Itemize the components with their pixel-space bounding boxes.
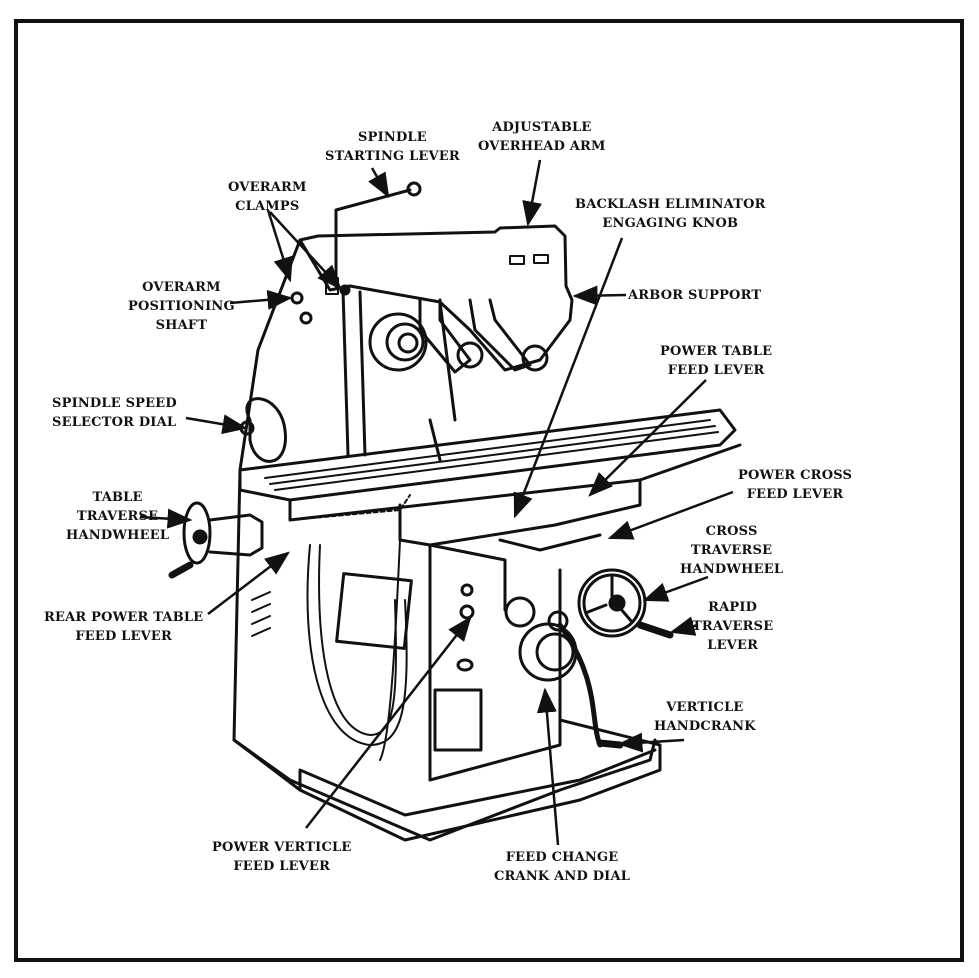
- table-traverse-handwheel: [182, 501, 212, 565]
- label-line: BACKLASH ELIMINATOR: [575, 197, 766, 212]
- label-line: RAPID: [708, 600, 758, 615]
- label-adjustable-overhead-arm: ADJUSTABLE OVERHEAD ARM: [478, 118, 606, 156]
- label-line: SPINDLE: [358, 130, 427, 145]
- speed-dial: [245, 397, 287, 463]
- label-rapid-traverse-lever: RAPID TRAVERSE LEVER: [692, 598, 773, 655]
- label-arbor-support: ARBOR SUPPORT: [628, 286, 761, 305]
- overarm-slot-1: [509, 255, 525, 265]
- label-line: SELECTOR DIAL: [52, 415, 177, 430]
- saddle: [398, 478, 642, 547]
- label-line: CROSS: [705, 524, 758, 539]
- label-line: FEED LEVER: [75, 629, 173, 644]
- label-overarm-clamps: OVERARM CLAMPS: [228, 178, 307, 216]
- label-line: POSITIONING: [128, 299, 235, 314]
- label-line: OVERARM: [228, 180, 307, 195]
- leader-verticle-handcrank: [617, 732, 685, 753]
- label-power-cross-feed-lever: POWER CROSS FEED LEVER: [738, 466, 852, 504]
- leader-power-verticle-feed-lever: [305, 616, 472, 829]
- spindle-outer: [368, 312, 428, 372]
- label-line: POWER TABLE: [660, 344, 773, 359]
- label-line: OVERARM: [142, 280, 221, 295]
- spindle-starting-lever: [334, 188, 412, 288]
- overarm: [316, 224, 574, 372]
- label-line: HANDWHEEL: [680, 562, 784, 577]
- label-cross-traverse-handwheel: CROSS TRAVERSE HANDWHEEL: [680, 522, 783, 579]
- label-line: FEED LEVER: [233, 859, 331, 874]
- leader-spindle-starting-lever: [368, 167, 390, 199]
- label-line: ENGAGING KNOB: [602, 216, 739, 231]
- leader-overarm-clamps-1: [266, 209, 293, 283]
- label-line: FEED LEVER: [746, 487, 844, 502]
- leader-overarm-positioning-shaft: [229, 289, 293, 310]
- label-line: SHAFT: [155, 318, 208, 333]
- elevating-screw: [433, 688, 483, 752]
- label-line: TABLE: [92, 490, 143, 505]
- label-line: SPINDLE SPEED: [52, 396, 177, 411]
- label-line: STARTING LEVER: [325, 149, 460, 164]
- label-line: TRAVERSE: [692, 619, 774, 634]
- label-line: HANDCRANK: [654, 719, 756, 734]
- leader-backlash-eliminator: [513, 237, 624, 519]
- leader-rapid-traverse-lever: [669, 616, 699, 636]
- label-line: HANDWHEEL: [66, 528, 170, 543]
- figure-border: [14, 19, 964, 962]
- label-line: LEVER: [707, 638, 759, 653]
- label-line: TRAVERSE: [690, 543, 773, 558]
- label-line: ADJUSTABLE: [492, 120, 592, 135]
- label-line: CLAMPS: [235, 199, 300, 214]
- label-table-traverse-handwheel: TABLE TRAVERSE HANDWHEEL: [66, 488, 169, 545]
- cross-traverse-handwheel: [577, 568, 647, 638]
- leader-table-traverse-handwheel: [139, 508, 193, 529]
- label-line: REAR POWER TABLE: [44, 610, 204, 625]
- table-top: [238, 408, 737, 502]
- label-power-table-feed-lever: POWER TABLE FEED LEVER: [660, 342, 772, 380]
- leader-power-table-feed-lever: [588, 379, 707, 497]
- label-line: FEED CHANGE: [505, 850, 619, 865]
- spindle-inner: [397, 332, 419, 354]
- leader-cross-traverse-handwheel: [642, 575, 709, 602]
- label-backlash-eliminator-engaging-knob: BACKLASH ELIMINATOR ENGAGING KNOB: [575, 195, 766, 233]
- label-rear-power-table-feed-lever: REAR POWER TABLE FEED LEVER: [44, 608, 203, 646]
- overarm-slot-2: [533, 254, 549, 264]
- label-line: ARBOR SUPPORT: [628, 288, 762, 303]
- leader-power-cross-feed-lever: [607, 490, 734, 540]
- knee: [428, 548, 562, 782]
- label-line: CRANK AND DIAL: [494, 869, 631, 884]
- electrical-box: [335, 572, 413, 650]
- leader-feed-change-crank: [536, 687, 560, 846]
- label-line: OVERHEAD ARM: [478, 139, 606, 154]
- leader-rear-power-table-feed-lever: [207, 551, 290, 615]
- label-line: VERTICLE: [666, 700, 744, 715]
- label-spindle-speed-selector-dial: SPINDLE SPEED SELECTOR DIAL: [52, 394, 177, 432]
- label-line: FEED LEVER: [667, 363, 765, 378]
- leader-overarm-clamps-2: [269, 211, 342, 290]
- leader-spindle-speed-selector-dial: [185, 414, 248, 435]
- label-line: TRAVERSE: [76, 509, 159, 524]
- spindle-mid: [385, 322, 425, 362]
- label-verticle-handcrank: VERTICLE HANDCRANK: [654, 698, 756, 736]
- label-spindle-starting-lever: SPINDLE STARTING LEVER: [325, 128, 460, 166]
- label-line: POWER CROSS: [738, 468, 853, 483]
- label-line: POWER VERTICLE: [212, 840, 352, 855]
- label-power-verticle-feed-lever: POWER VERTICLE FEED LEVER: [212, 838, 351, 876]
- label-overarm-positioning-shaft: OVERARM POSITIONING SHAFT: [128, 278, 235, 335]
- label-feed-change-crank-and-dial: FEED CHANGE CRANK AND DIAL: [494, 848, 630, 886]
- leader-adjustable-overhead-arm: [522, 159, 542, 227]
